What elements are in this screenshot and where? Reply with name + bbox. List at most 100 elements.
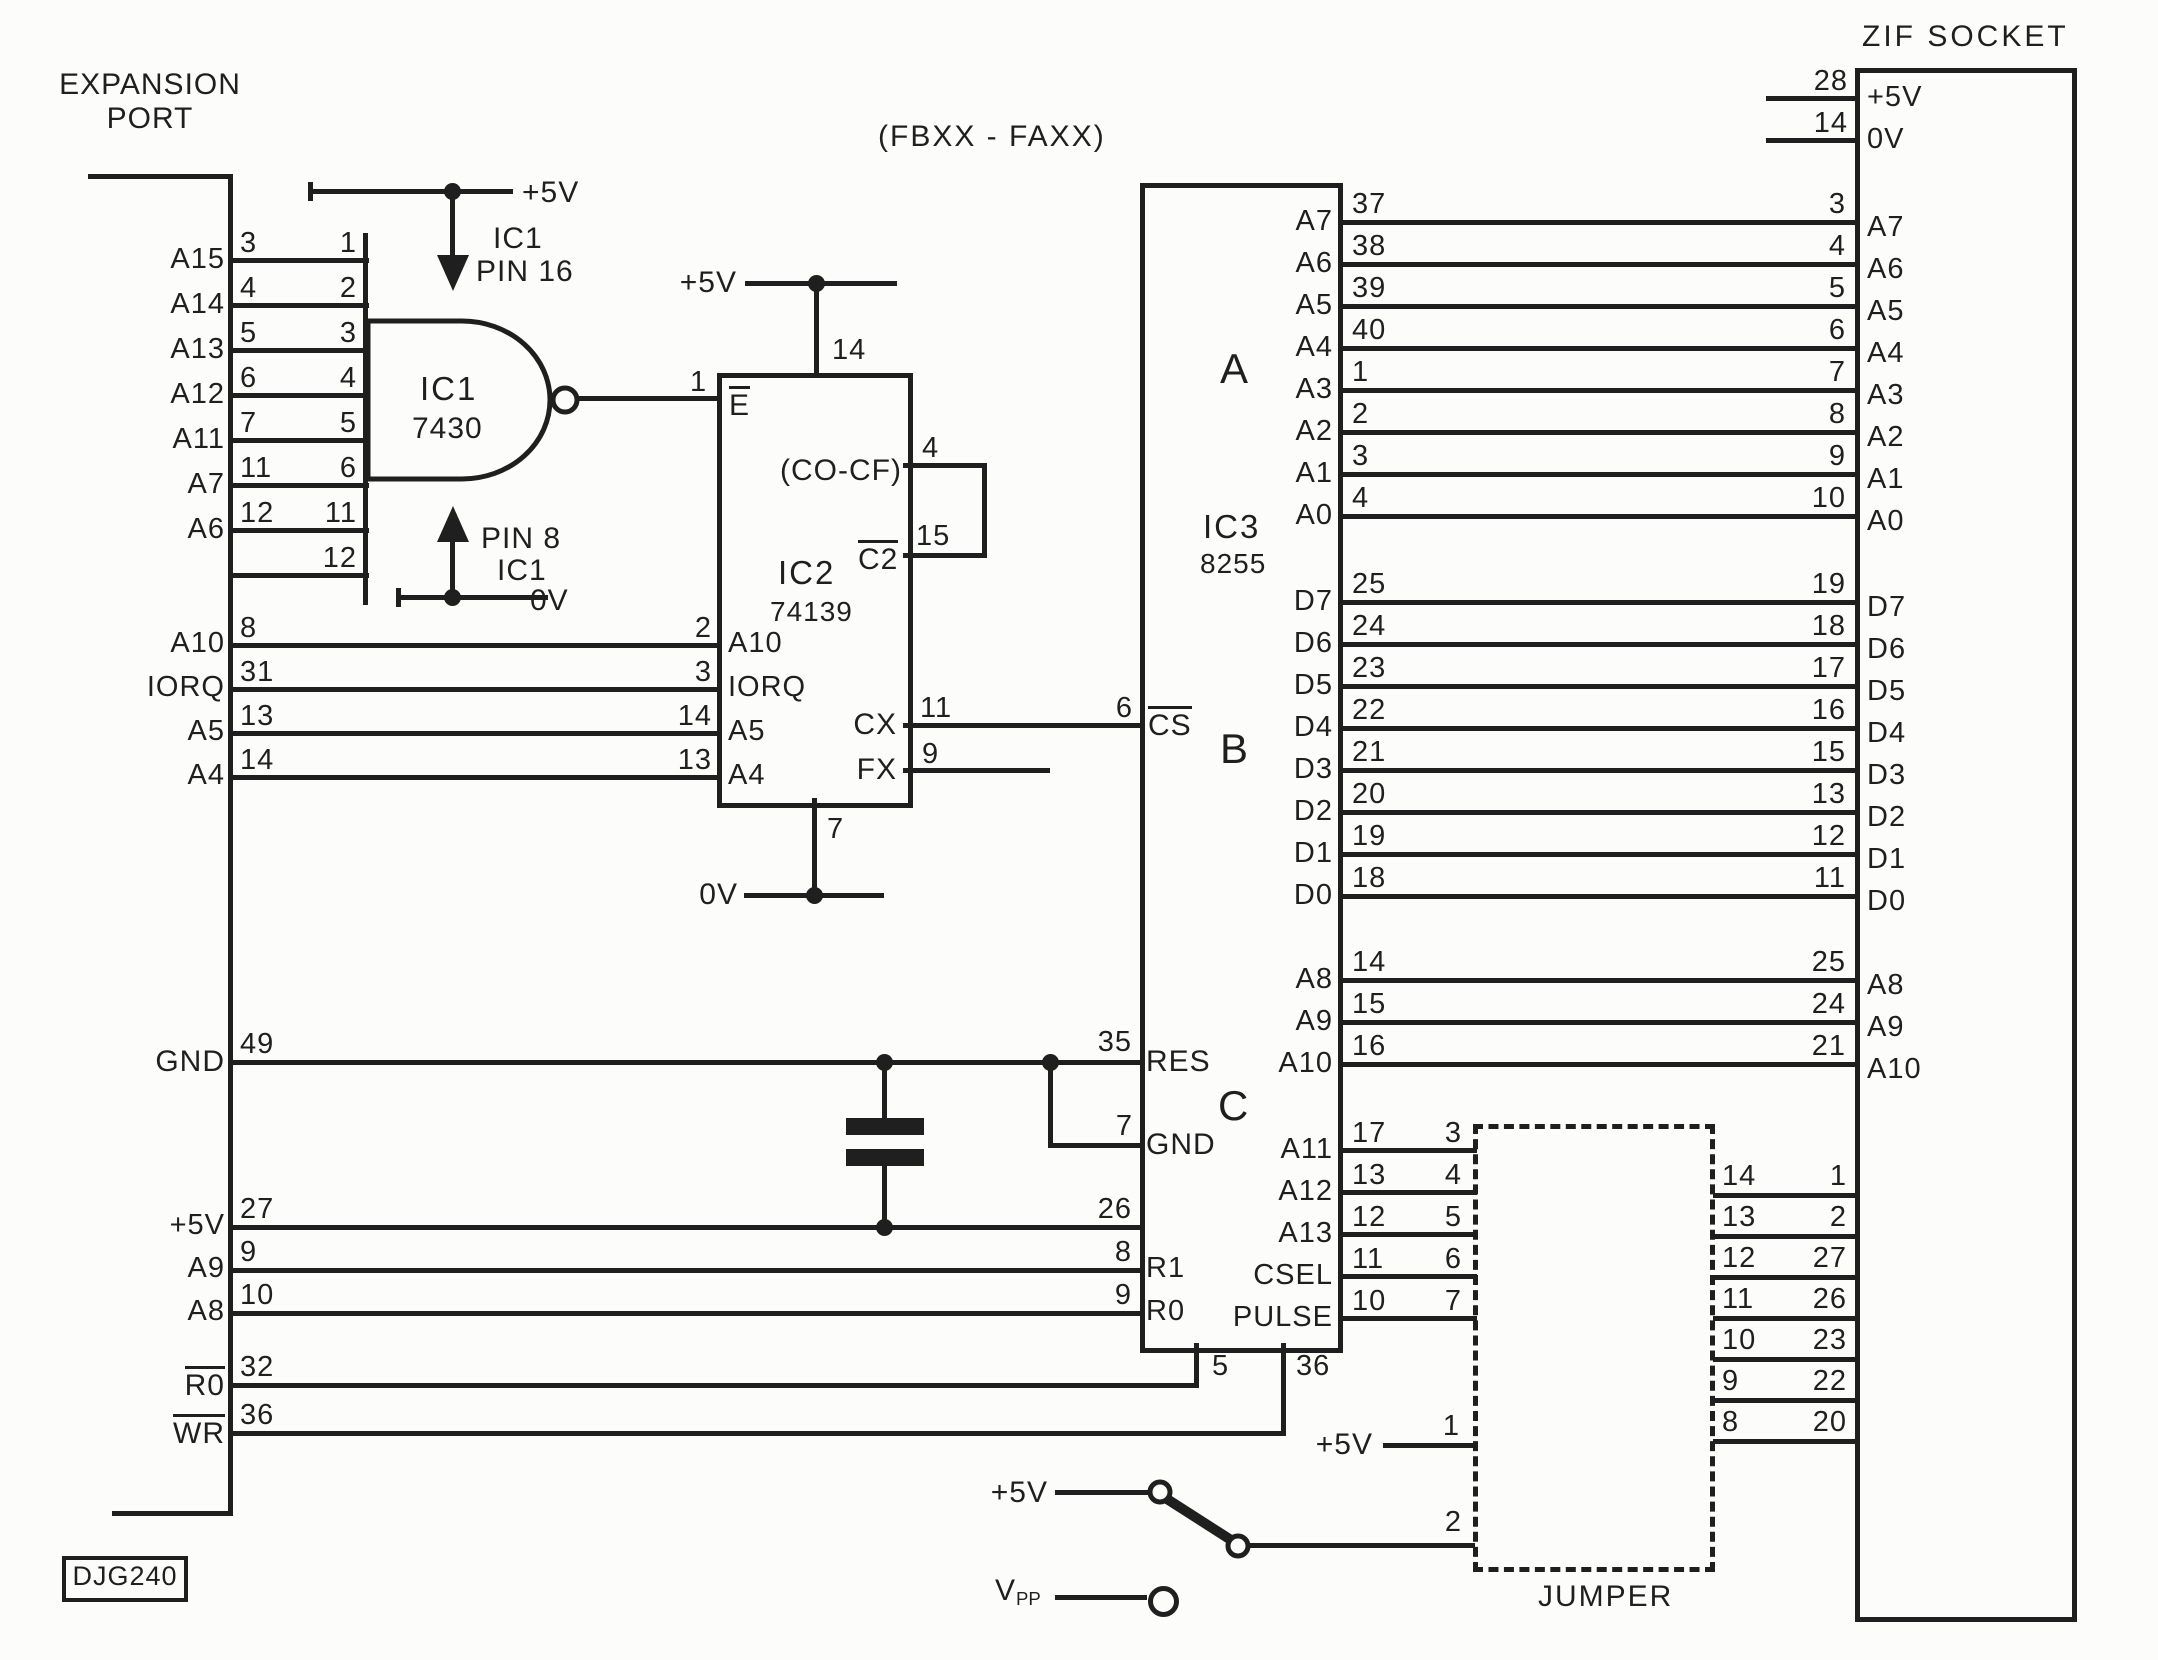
ic2-pin-number: 2 bbox=[694, 612, 712, 644]
zif-signal-label: +5V bbox=[1867, 81, 1923, 113]
wire-h bbox=[903, 463, 987, 468]
jumper-pin-2: 2 bbox=[1444, 1506, 1462, 1538]
zif-signal-label: D5 bbox=[1867, 675, 1907, 707]
ic2-pin-4: 4 bbox=[922, 432, 940, 464]
wire bbox=[228, 483, 369, 488]
jumper-pin-number: 4 bbox=[1444, 1159, 1462, 1191]
ic3-pin-number: 26 bbox=[1097, 1193, 1132, 1225]
vpp-label: VPP bbox=[995, 1574, 1041, 1610]
wire bbox=[1341, 346, 1857, 351]
zif-pin-number: 22 bbox=[1812, 1365, 1847, 1397]
zif-pin-number: 13 bbox=[1811, 778, 1846, 810]
wire bbox=[1766, 96, 1857, 101]
zif-pin-number: 26 bbox=[1812, 1283, 1847, 1315]
ic3-pin-number: 3 bbox=[1352, 440, 1370, 472]
zif-pin-number: 5 bbox=[1828, 272, 1846, 304]
footer-code: DJG240 bbox=[72, 1561, 178, 1591]
ic1-pin-number: 6 bbox=[339, 452, 357, 484]
port-pin-number: 27 bbox=[240, 1193, 275, 1225]
vcc-rail-label: +5V bbox=[522, 176, 580, 209]
zif-socket-body bbox=[1855, 68, 2077, 1622]
zif-pin-number: 11 bbox=[1813, 862, 1846, 894]
wire-h bbox=[88, 174, 233, 179]
port-pin-number: 5 bbox=[240, 317, 258, 349]
zif-signal-label: D7 bbox=[1867, 591, 1907, 623]
jumper-pin-number: 13 bbox=[1722, 1201, 1757, 1233]
zif-pin-number: 28 bbox=[1813, 65, 1848, 97]
ic2-pin-14: 14 bbox=[832, 334, 867, 366]
port-signal-label: A7 bbox=[187, 468, 225, 500]
wire bbox=[1341, 1232, 1477, 1237]
selector-switch[interactable] bbox=[1136, 1472, 1266, 1562]
ic3-pin-number: 12 bbox=[1352, 1201, 1387, 1233]
zif-pin-number: 14 bbox=[1813, 107, 1848, 139]
ic3-signal-label: R0 bbox=[1146, 1295, 1186, 1327]
ic1-pin-number: 4 bbox=[339, 362, 357, 394]
ic3-signal-label: D4 bbox=[1293, 711, 1333, 743]
ic3-port-c-label: C bbox=[1218, 1082, 1250, 1129]
wire bbox=[1766, 138, 1857, 143]
zif-pin-number: 20 bbox=[1812, 1406, 1847, 1438]
arrow-up-icon bbox=[437, 506, 469, 542]
ic3-signal-label: A1 bbox=[1295, 457, 1333, 489]
wire bbox=[1341, 262, 1857, 267]
zif-signal-label: A3 bbox=[1867, 379, 1905, 411]
wire bbox=[228, 573, 369, 578]
ic2-signal-label: IORQ bbox=[728, 671, 807, 703]
ic3-pin-number: 37 bbox=[1352, 188, 1387, 220]
wire-h bbox=[1055, 1595, 1147, 1600]
wire bbox=[1341, 1274, 1477, 1279]
port-signal-label: A11 bbox=[172, 423, 225, 455]
zif-signal-label: D3 bbox=[1867, 759, 1907, 791]
arrow-down-icon bbox=[437, 255, 469, 291]
jumper-pin-number: 11 bbox=[1722, 1283, 1755, 1315]
zif-signal-label: D2 bbox=[1867, 801, 1907, 833]
ic2-vcc-rail: +5V bbox=[679, 266, 737, 299]
wire-v bbox=[1281, 1343, 1286, 1436]
port-signal-label: A14 bbox=[170, 288, 225, 320]
port-pin-number: 11 bbox=[240, 452, 273, 484]
nand-gate-ic1 bbox=[365, 318, 580, 482]
port-signal-label: A12 bbox=[170, 378, 225, 410]
zif-signal-label: D1 bbox=[1867, 843, 1907, 875]
wire bbox=[1341, 600, 1857, 605]
ic2-signal-label: A4 bbox=[728, 759, 766, 791]
ic3-port-a-label: A bbox=[1220, 345, 1250, 392]
zif-signal-label: A10 bbox=[1867, 1053, 1922, 1085]
ic2-c2-label: C2 bbox=[858, 540, 899, 575]
port-pin-number: 3 bbox=[240, 227, 258, 259]
wire bbox=[228, 1268, 1144, 1273]
capacitor-plate bbox=[846, 1118, 924, 1135]
zif-signal-label: A1 bbox=[1867, 463, 1905, 495]
jumper-pin-number: 7 bbox=[1444, 1285, 1462, 1317]
ic3-signal-label: A2 bbox=[1295, 415, 1333, 447]
ic1-pin-number: 12 bbox=[322, 542, 357, 574]
zif-pin-number: 12 bbox=[1811, 820, 1846, 852]
ic3-pin-number: 24 bbox=[1352, 610, 1387, 642]
zif-pin-number: 19 bbox=[1811, 568, 1846, 600]
wire bbox=[228, 258, 369, 263]
wire bbox=[1341, 220, 1857, 225]
ic3-signal-label: D5 bbox=[1293, 669, 1333, 701]
ic3-pin-number: 21 bbox=[1352, 736, 1387, 768]
port-pin-49: 49 bbox=[240, 1028, 275, 1060]
port-pin-number: 9 bbox=[240, 1236, 258, 1268]
wire-h bbox=[903, 723, 1144, 728]
wire bbox=[228, 687, 721, 692]
ic3-signal-label: A0 bbox=[1295, 499, 1333, 531]
ic3-pin-number: 4 bbox=[1352, 482, 1370, 514]
zif-signal-label: 0V bbox=[1867, 123, 1905, 155]
ic3-signal-label: D7 bbox=[1293, 585, 1333, 617]
junction-dot bbox=[806, 887, 823, 904]
wire-v bbox=[812, 798, 817, 895]
wire bbox=[228, 643, 721, 648]
port-signal-label: A10 bbox=[170, 627, 225, 659]
ic2-pin-number: 14 bbox=[677, 700, 712, 732]
port-pin-number: 8 bbox=[240, 612, 258, 644]
zif-signal-label: D4 bbox=[1867, 717, 1907, 749]
port-rd-label: R0 bbox=[60, 1366, 225, 1401]
ic3-pin-number: 23 bbox=[1352, 652, 1387, 684]
zif-signal-label: A5 bbox=[1867, 295, 1905, 327]
ic3-res-label: RES bbox=[1146, 1045, 1211, 1078]
jumper-body bbox=[1473, 1124, 1715, 1572]
